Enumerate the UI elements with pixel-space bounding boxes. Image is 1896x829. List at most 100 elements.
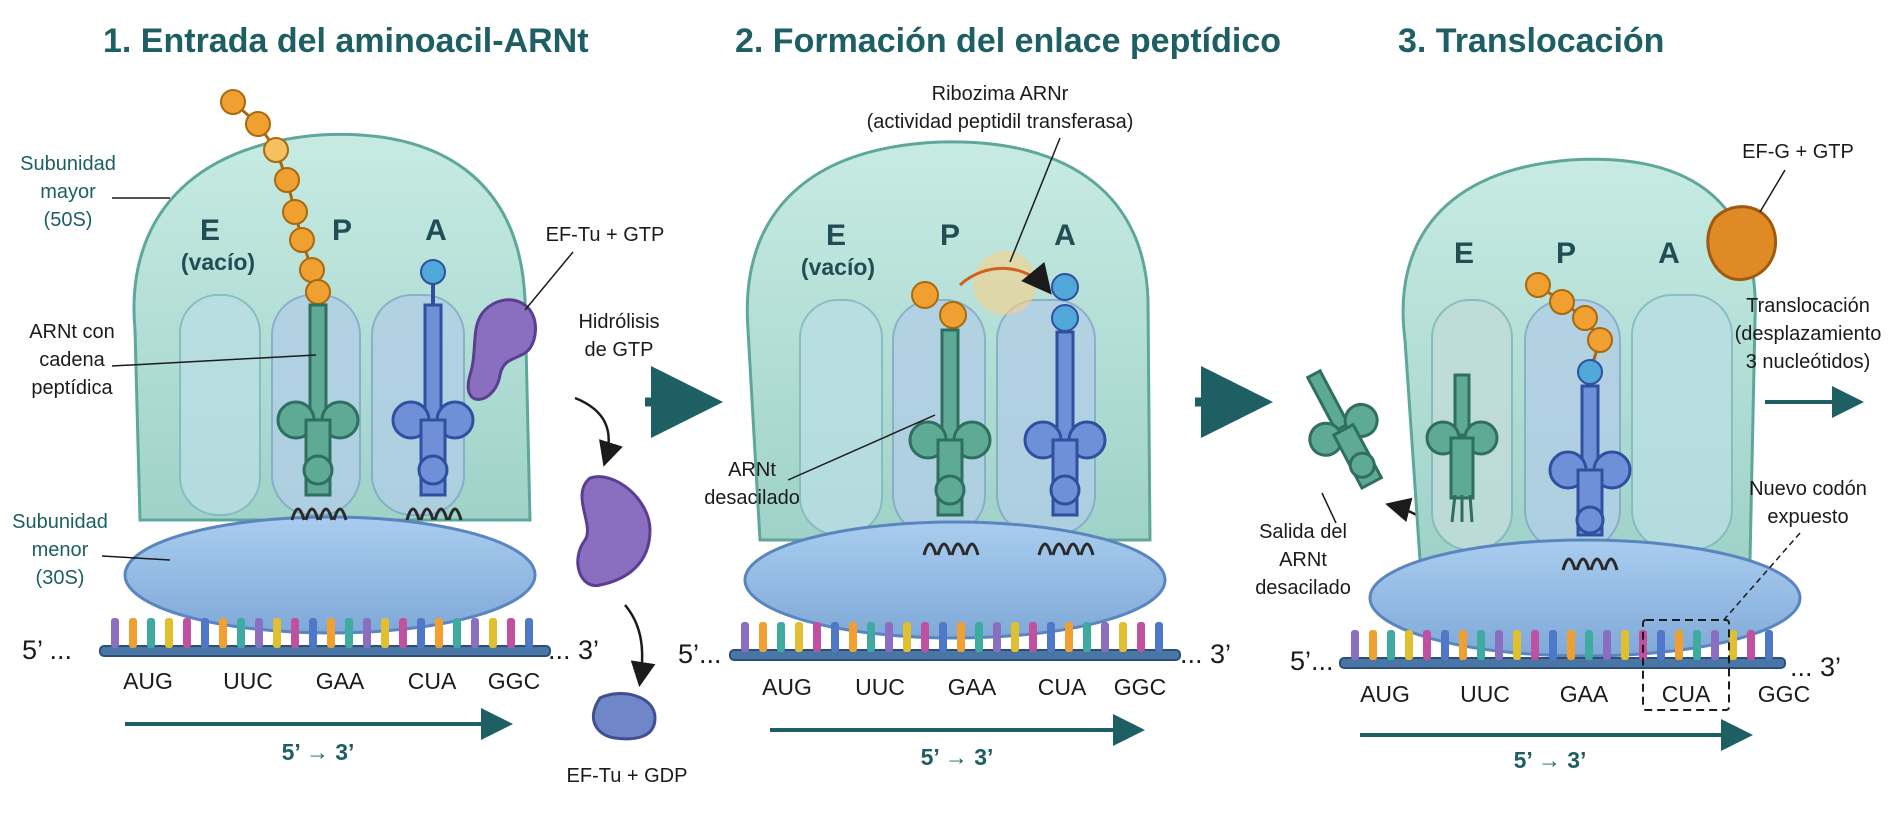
panel-1-title: 1. Entrada del aminoacil-ARNt	[103, 22, 589, 60]
five-prime-end: 5’ ...	[22, 635, 72, 665]
panel-2: E (vacío) P A	[678, 83, 1231, 770]
trna-p-anticodon-3	[1561, 557, 1619, 571]
translocation-label-1: Translocación	[1746, 295, 1870, 317]
codon-1-3: AUG	[1360, 681, 1410, 707]
peptidyl-transferase-center	[973, 251, 1037, 315]
a-site-channel-3	[1631, 294, 1733, 551]
small-subunit-label-1: Subunidad	[12, 511, 108, 533]
trna-p-site-3	[1548, 384, 1632, 537]
site-e-label: E	[200, 214, 220, 247]
site-p-label-3: P	[1556, 237, 1576, 270]
site-e-label-2: E	[826, 219, 846, 252]
ef-tu-gtp-blob	[466, 298, 537, 401]
five-prime-end-3: 5’...	[1290, 646, 1334, 676]
e-site-channel	[179, 294, 261, 516]
site-e-empty-label-2: (vacío)	[801, 254, 875, 280]
hydrolysis-label-1: Hidrólisis	[578, 311, 659, 333]
ef-tu-gdp-blob	[591, 692, 657, 741]
trna-chain-label-1: ARNt con	[29, 321, 115, 343]
codon-5-2: GGC	[1114, 674, 1166, 700]
ribozyme-label-1: Ribozima ARNr	[932, 83, 1069, 105]
deacylated-trna-label-1: ARNt	[728, 459, 776, 481]
peptide-transfer-arrow	[958, 261, 1052, 295]
direction-label-2: 5’ → 3’	[921, 744, 994, 770]
translocation-label-3: 3 nucleótidos)	[1746, 351, 1871, 373]
dipeptide	[911, 273, 1079, 332]
translocation-label-2: (desplazamiento	[1735, 323, 1882, 345]
mrna-strand	[99, 618, 551, 657]
large-subunit-label-1: Subunidad	[20, 153, 116, 175]
site-p-label: P	[332, 214, 352, 247]
new-codon-label-1: Nuevo codón	[1749, 478, 1867, 500]
site-p-label-2: P	[940, 219, 960, 252]
trna-chain-label-2: cadena	[39, 349, 105, 371]
peptide-chain-3	[1525, 272, 1613, 385]
trna-chain-label-3: peptídica	[31, 377, 113, 399]
codon-4-2: CUA	[1038, 674, 1087, 700]
ef-tu-gdp-label: EF-Tu + GDP	[567, 765, 688, 787]
trna-p-anticodon	[290, 507, 348, 521]
codon-2-3: UUC	[1460, 681, 1510, 707]
codon-2: UUC	[223, 668, 273, 694]
e-site-channel-2	[799, 299, 883, 536]
codon-5-3: GGC	[1758, 681, 1810, 707]
mrna-strand-2	[729, 622, 1181, 661]
trna-a-peptidyl	[1023, 330, 1107, 517]
deacylated-trna-label-2: desacilado	[704, 487, 800, 509]
panel-3: E P A	[1290, 141, 1881, 773]
direction-label: 5’ → 3’	[282, 739, 355, 765]
codon-4: CUA	[408, 668, 457, 694]
new-codon-label-2: expuesto	[1767, 506, 1848, 528]
large-subunit-label-3: (50S)	[44, 209, 93, 231]
codon-3: GAA	[316, 668, 365, 694]
three-prime-end: ... 3’	[548, 635, 599, 665]
hydrolysis-label-2: de GTP	[585, 339, 654, 361]
panel-2-title: 2. Formación del enlace peptídico	[735, 22, 1281, 60]
new-codon-box	[1642, 619, 1730, 711]
panel-1: E (vacío) P A	[12, 89, 665, 765]
exit-trna-label-3: desacilado	[1255, 577, 1351, 599]
large-subunit-label-2: mayor	[40, 181, 96, 203]
codon-1-2: AUG	[762, 674, 812, 700]
ef-g-gtp-label: EF-G + GTP	[1742, 141, 1854, 163]
mrna-strand-3	[1339, 630, 1786, 669]
trna-p-anticodon-2	[922, 542, 980, 556]
peptide-chain	[220, 89, 331, 305]
a-site-channel-2	[996, 299, 1096, 536]
trna-a-site	[391, 303, 475, 497]
codon-3-3: GAA	[1560, 681, 1609, 707]
site-e-label-3: E	[1454, 237, 1474, 270]
ef-g-gtp-blob	[1706, 205, 1777, 281]
site-e-empty-label: (vacío)	[181, 249, 255, 275]
gtp-hydrolysis: Hidrólisis de GTP EF-Tu + GDP	[567, 311, 688, 787]
site-a-label: A	[425, 214, 447, 247]
five-prime-end-2: 5’...	[678, 639, 722, 669]
ef-tu-gtp-label: EF-Tu + GTP	[546, 224, 665, 246]
aminoacyl-residue	[420, 259, 446, 285]
exiting-trna	[1305, 368, 1384, 491]
small-subunit-30s	[123, 515, 537, 635]
trna-a-anticodon	[405, 507, 463, 521]
codon-2-2: UUC	[855, 674, 905, 700]
ef-tu-released-blob	[576, 475, 652, 587]
exit-trna-label-2: ARNt	[1279, 549, 1327, 571]
trna-a-anticodon-2	[1037, 542, 1095, 556]
codon-4-3: CUA	[1662, 681, 1711, 707]
exit-trna-label-1: Salida del	[1259, 521, 1347, 543]
ribozyme-label-2: (actividad peptidil transferasa)	[867, 111, 1134, 133]
site-a-label-2: A	[1054, 219, 1076, 252]
small-subunit-label-2: menor	[32, 539, 89, 561]
direction-label-3: 5’ → 3’	[1514, 747, 1587, 773]
small-subunit-label-3: (30S)	[36, 567, 85, 589]
three-prime-end-3: ... 3’	[1790, 652, 1841, 682]
codon-3-2: GAA	[948, 674, 997, 700]
codon-1: AUG	[123, 668, 173, 694]
panel-3-title: 3. Translocación	[1398, 22, 1664, 60]
trna-e-site	[1425, 373, 1499, 500]
site-a-label-3: A	[1658, 237, 1680, 270]
codon-5: GGC	[488, 668, 540, 694]
small-subunit-30s-2	[743, 520, 1167, 640]
trna-p-deacylated	[908, 328, 992, 517]
three-prime-end-2: ... 3’	[1180, 639, 1231, 669]
